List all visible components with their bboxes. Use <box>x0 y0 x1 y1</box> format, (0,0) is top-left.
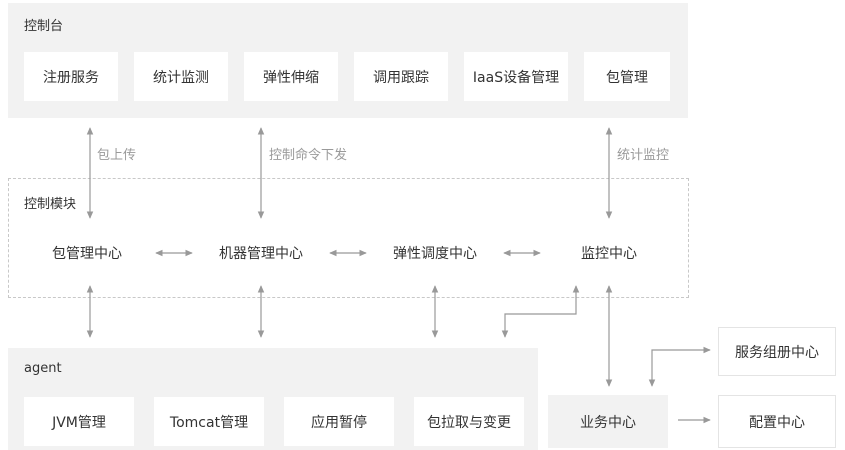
config-center[interactable]: 配置中心 <box>718 395 836 448</box>
agent-item-tomcat[interactable]: Tomcat管理 <box>154 397 264 446</box>
service-registry-center[interactable]: 服务组册中心 <box>718 327 836 376</box>
edge-label-stats-monitor: 统计监控 <box>617 148 670 163</box>
agent-title: agent <box>24 361 62 376</box>
console-item-iaas-device[interactable]: IaaS设备管理 <box>464 52 568 101</box>
console-item-elastic-scaling[interactable]: 弹性伸缩 <box>244 52 338 101</box>
console-item-stats-monitor[interactable]: 统计监测 <box>134 52 228 101</box>
agent-item-jvm[interactable]: JVM管理 <box>24 397 134 446</box>
agent-item-app-pause[interactable]: 应用暂停 <box>284 397 394 446</box>
business-center[interactable]: 业务中心 <box>548 395 668 448</box>
edge-label-package-upload: 包上传 <box>97 148 137 163</box>
console-item-register-service[interactable]: 注册服务 <box>24 52 118 101</box>
agent-item-package-pull[interactable]: 包拉取与变更 <box>414 397 524 446</box>
monitoring-center[interactable]: 监控中心 <box>546 228 672 277</box>
console-item-package-management[interactable]: 包管理 <box>584 52 670 101</box>
control-module-title: 控制模块 <box>24 197 77 212</box>
control-module-frame <box>8 178 689 298</box>
edge-label-control-command: 控制命令下发 <box>269 148 348 163</box>
console-panel <box>8 3 688 118</box>
console-item-call-trace[interactable]: 调用跟踪 <box>354 52 448 101</box>
package-management-center[interactable]: 包管理中心 <box>24 228 150 277</box>
machine-management-center[interactable]: 机器管理中心 <box>198 228 324 277</box>
arrow-business-registry <box>648 346 711 387</box>
elastic-scheduling-center[interactable]: 弹性调度中心 <box>372 228 498 277</box>
console-title: 控制台 <box>24 19 64 34</box>
